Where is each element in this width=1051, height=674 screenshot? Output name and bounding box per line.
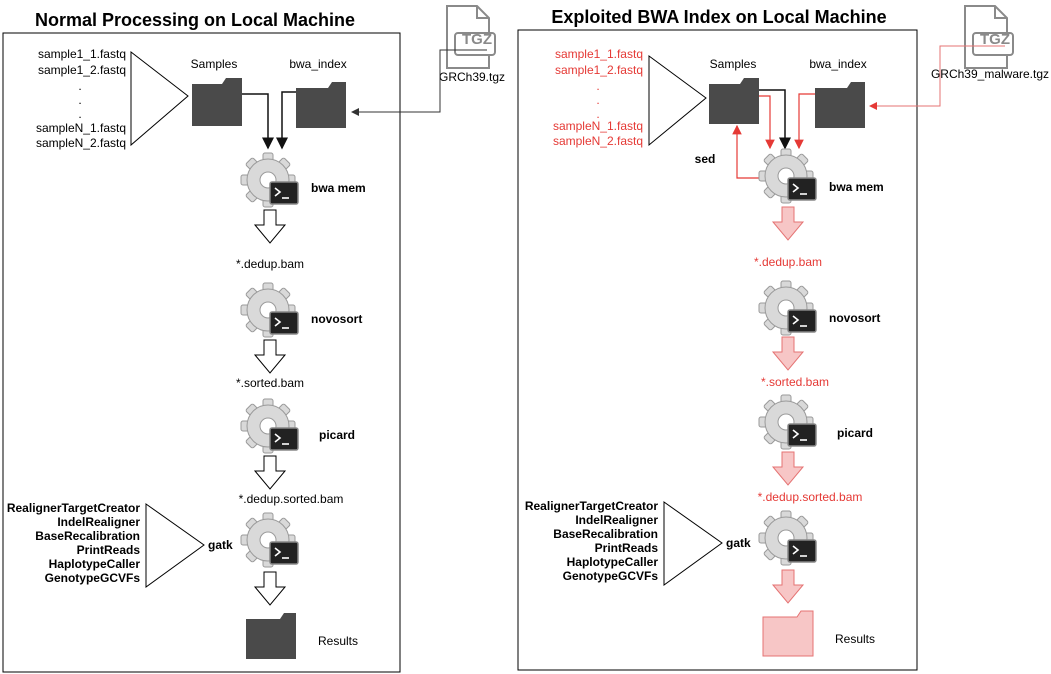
right-sample-list: sample1_1.fastq sample1_2.fastq . . . sa… [553, 47, 643, 148]
sample-file: sample1_1.fastq [38, 47, 126, 61]
sample-file: sample1_2.fastq [38, 63, 126, 77]
left-samples-arrow [242, 93, 274, 150]
gatk-tool: GenotypeGCVFs [563, 569, 659, 583]
right-malware-index-arrow [869, 45, 1005, 110]
left-tgz-name: GRCh39.tgz [439, 70, 505, 84]
right-results-folder-icon[interactable] [762, 610, 814, 657]
right-title: Exploited BWA Index on Local Machine [551, 7, 886, 27]
left-novosort-label: novosort [311, 312, 362, 326]
sample-file: sampleN_2.fastq [36, 136, 126, 150]
left-bwa-terminal-icon [269, 181, 299, 205]
left-panel-frame [2, 32, 401, 673]
sample-file: sample1_1.fastq [555, 47, 643, 61]
left-down-arrow [253, 209, 287, 244]
gatk-tool: RealignerTargetCreator [7, 501, 140, 515]
right-gatk-terminal-icon [787, 539, 817, 563]
right-gatk-tool-list: RealignerTargetCreator IndelRealigner Ba… [525, 499, 658, 583]
left-gatk-label: gatk [208, 538, 233, 552]
right-bwa-label: bwa mem [829, 180, 884, 194]
right-novosort-terminal-icon [787, 309, 817, 333]
left-gatk-triangle [145, 503, 205, 588]
right-samples-red-arrow [759, 95, 775, 150]
left-output-1: *.dedup.bam [236, 257, 304, 271]
right-picard-label: picard [837, 426, 873, 440]
left-bwa-label: bwa mem [311, 181, 366, 195]
sample-file: sampleN_1.fastq [36, 121, 126, 135]
sample-file: . [596, 79, 599, 93]
right-gatk-label: gatk [726, 536, 751, 550]
right-samples-folder-icon[interactable] [709, 78, 759, 124]
left-index-label: bwa_index [289, 57, 346, 71]
left-results-label: Results [318, 634, 358, 648]
right-sed-arrow [732, 124, 765, 179]
right-output-1: *.dedup.bam [754, 255, 822, 269]
right-index-folder-icon[interactable] [815, 82, 865, 128]
right-output-2: *.sorted.bam [761, 375, 829, 389]
gatk-tool: PrintReads [77, 543, 141, 557]
left-gatk-terminal-icon [269, 541, 299, 565]
left-output-3: *.dedup.sorted.bam [239, 492, 344, 506]
sample-file: . [596, 93, 599, 107]
right-bwa-terminal-icon [787, 177, 817, 201]
right-down-arrow [771, 206, 805, 241]
left-samples-folder-icon[interactable] [192, 78, 242, 126]
left-index-arrow [351, 49, 487, 116]
right-samples-arrow [759, 89, 791, 150]
left-funnel-triangle [130, 50, 189, 147]
right-picard-terminal-icon [787, 423, 817, 447]
sample-file: . [596, 107, 599, 121]
left-novosort-terminal-icon [269, 311, 299, 335]
gatk-tool: GenotypeGCVFs [45, 571, 141, 585]
left-down-arrow [253, 571, 287, 606]
left-results-folder-icon[interactable] [246, 613, 296, 659]
right-novosort-label: novosort [829, 311, 880, 325]
sample-file: . [78, 107, 81, 121]
right-index-label: bwa_index [809, 57, 866, 71]
left-picard-label: picard [319, 428, 355, 442]
left-sample-list: sample1_1.fastq sample1_2.fastq . . . sa… [36, 47, 126, 150]
right-tgz-ext: TGZ [980, 31, 1010, 48]
right-down-arrow [771, 336, 805, 371]
sample-file: sampleN_2.fastq [553, 134, 643, 148]
gatk-tool: HaplotypeCaller [567, 555, 659, 569]
right-gatk-triangle [663, 501, 723, 586]
left-gatk-tool-list: RealignerTargetCreator IndelRealigner Ba… [7, 501, 140, 585]
right-tgz-name: GRCh39_malware.tgz [931, 67, 1049, 81]
sample-file: . [78, 79, 81, 93]
right-down-arrow [771, 451, 805, 486]
left-title: Normal Processing on Local Machine [35, 10, 355, 30]
gatk-tool: BaseRecalibration [553, 527, 658, 541]
left-down-arrow [253, 455, 287, 490]
sample-file: sample1_2.fastq [555, 63, 643, 77]
gatk-tool: RealignerTargetCreator [525, 499, 658, 513]
right-index-red-arrow [794, 93, 815, 150]
gatk-tool: IndelRealigner [57, 515, 140, 529]
left-tgz-ext: TGZ [462, 31, 492, 48]
gatk-tool: PrintReads [595, 541, 659, 555]
left-index-bwa-arrow [276, 91, 296, 150]
sample-file: . [78, 93, 81, 107]
right-funnel-triangle [648, 55, 707, 147]
left-output-2: *.sorted.bam [236, 376, 304, 390]
left-samples-label: Samples [191, 57, 238, 71]
left-index-folder-icon[interactable] [296, 82, 346, 128]
right-samples-label: Samples [710, 57, 757, 71]
right-output-3: *.dedup.sorted.bam [758, 490, 863, 504]
gatk-tool: IndelRealigner [575, 513, 658, 527]
right-down-arrow [771, 569, 805, 604]
gatk-tool: HaplotypeCaller [49, 557, 141, 571]
sample-file: sampleN_1.fastq [553, 119, 643, 133]
left-picard-terminal-icon [269, 427, 299, 451]
left-down-arrow [253, 339, 287, 374]
right-results-label: Results [835, 632, 875, 646]
right-panel-frame [517, 29, 918, 671]
gatk-tool: BaseRecalibration [35, 529, 140, 543]
right-sed-label: sed [695, 152, 716, 166]
